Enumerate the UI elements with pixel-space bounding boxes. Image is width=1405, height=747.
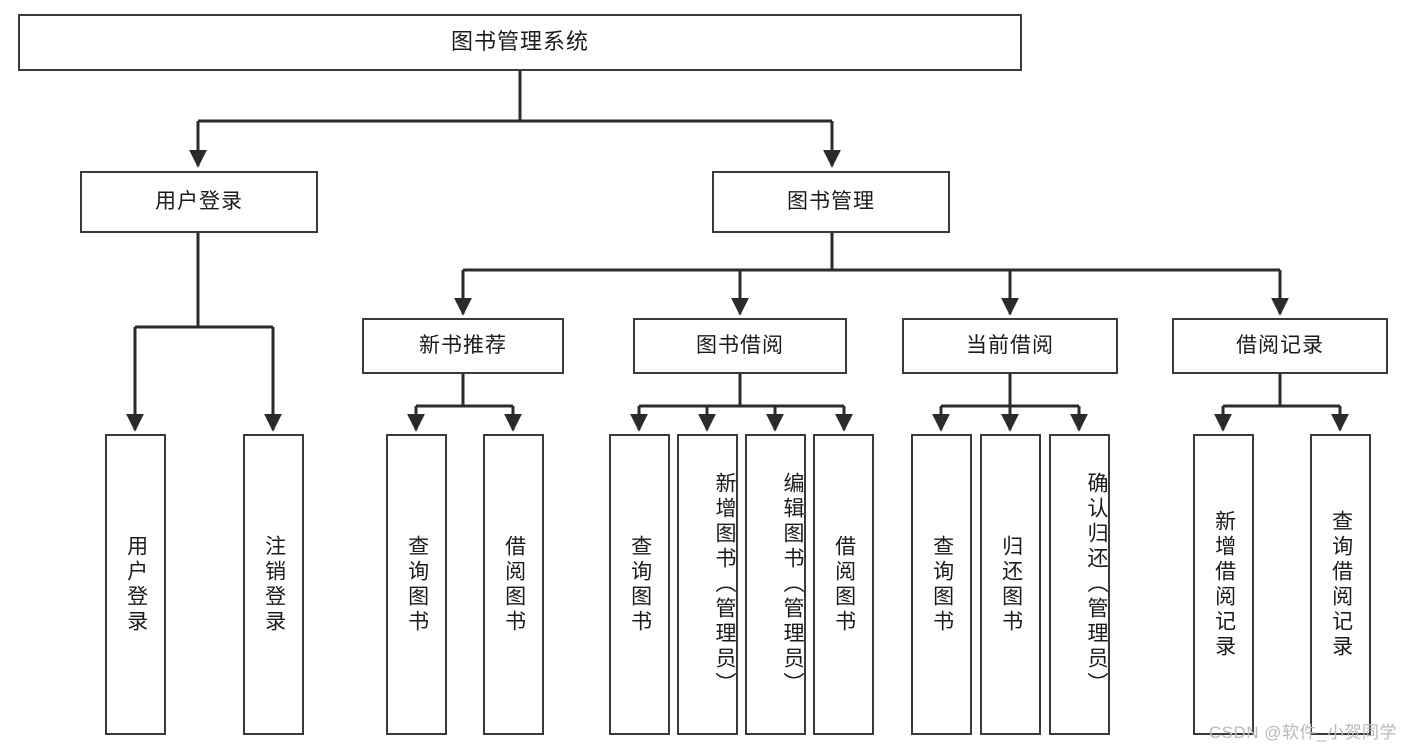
leaf-current-borrow-return-book[interactable]: 归还图书 xyxy=(980,434,1041,735)
node-user-login[interactable]: 用户登录 xyxy=(80,171,318,233)
node-label: 注销登录 xyxy=(262,534,286,635)
leaf-book-borrow-query-book[interactable]: 查询图书 xyxy=(609,434,670,735)
leaf-current-borrow-confirm-return-admin[interactable]: 确认归还（管理员） xyxy=(1049,434,1110,735)
node-borrow-record[interactable]: 借阅记录 xyxy=(1172,318,1388,374)
node-book-borrow[interactable]: 图书借阅 xyxy=(633,318,847,374)
node-label: 当前借阅 xyxy=(966,334,1054,358)
node-label: 查询图书 xyxy=(405,534,429,635)
node-label: 图书借阅 xyxy=(696,334,784,358)
node-label: 新书推荐 xyxy=(419,334,507,358)
node-label: 编辑图书（管理员） xyxy=(781,472,804,697)
leaf-borrow-record-query-record[interactable]: 查询借阅记录 xyxy=(1310,434,1371,735)
node-label: 借阅图书 xyxy=(502,534,526,635)
node-label: 查询图书 xyxy=(930,534,954,635)
leaf-new-book-borrow-book[interactable]: 借阅图书 xyxy=(483,434,544,735)
node-label: 图书管理 xyxy=(787,190,875,214)
leaf-current-borrow-query-book[interactable]: 查询图书 xyxy=(911,434,972,735)
node-book-management[interactable]: 图书管理 xyxy=(712,171,950,233)
node-label: 确认归还（管理员） xyxy=(1085,472,1108,697)
leaf-user-login-logout[interactable]: 注销登录 xyxy=(243,434,304,735)
leaf-borrow-record-add-record[interactable]: 新增借阅记录 xyxy=(1193,434,1254,735)
leaf-book-borrow-add-book-admin[interactable]: 新增图书（管理员） xyxy=(677,434,738,735)
node-label: 归还图书 xyxy=(999,534,1023,635)
node-label: 借阅记录 xyxy=(1236,334,1324,358)
node-label: 用户登录 xyxy=(124,534,148,635)
node-label: 新增图书（管理员） xyxy=(713,472,736,697)
node-new-book-recommend[interactable]: 新书推荐 xyxy=(362,318,564,374)
leaf-book-borrow-borrow-book[interactable]: 借阅图书 xyxy=(813,434,874,735)
node-current-borrow[interactable]: 当前借阅 xyxy=(902,318,1118,374)
leaf-book-borrow-edit-book-admin[interactable]: 编辑图书（管理员） xyxy=(745,434,806,735)
node-root-book-management-system[interactable]: 图书管理系统 xyxy=(18,14,1022,71)
leaf-new-book-query-book[interactable]: 查询图书 xyxy=(386,434,447,735)
node-label: 用户登录 xyxy=(155,190,243,214)
node-label: 图书管理系统 xyxy=(450,29,589,55)
node-label: 借阅图书 xyxy=(832,534,856,635)
leaf-user-login-login[interactable]: 用户登录 xyxy=(105,434,166,735)
node-label: 查询图书 xyxy=(628,534,652,635)
node-label: 查询借阅记录 xyxy=(1329,509,1353,660)
csdn-watermark: CSDN @软件_小贺同学 xyxy=(1208,723,1397,742)
node-label: 新增借阅记录 xyxy=(1212,509,1236,660)
